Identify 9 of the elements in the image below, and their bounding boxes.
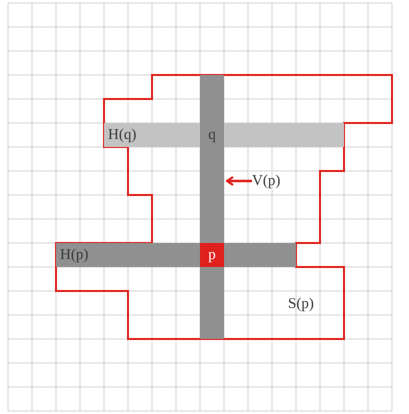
- arrow-label: V(p): [252, 170, 298, 192]
- highlighted-cell: p: [200, 243, 224, 267]
- region-label: S(p): [288, 297, 314, 312]
- row-band: [56, 243, 296, 267]
- arrow: [226, 176, 252, 186]
- band-label: H(p): [60, 248, 88, 263]
- region-outline: [56, 75, 392, 339]
- row-band: [104, 123, 344, 147]
- band-label: H(q): [108, 128, 136, 143]
